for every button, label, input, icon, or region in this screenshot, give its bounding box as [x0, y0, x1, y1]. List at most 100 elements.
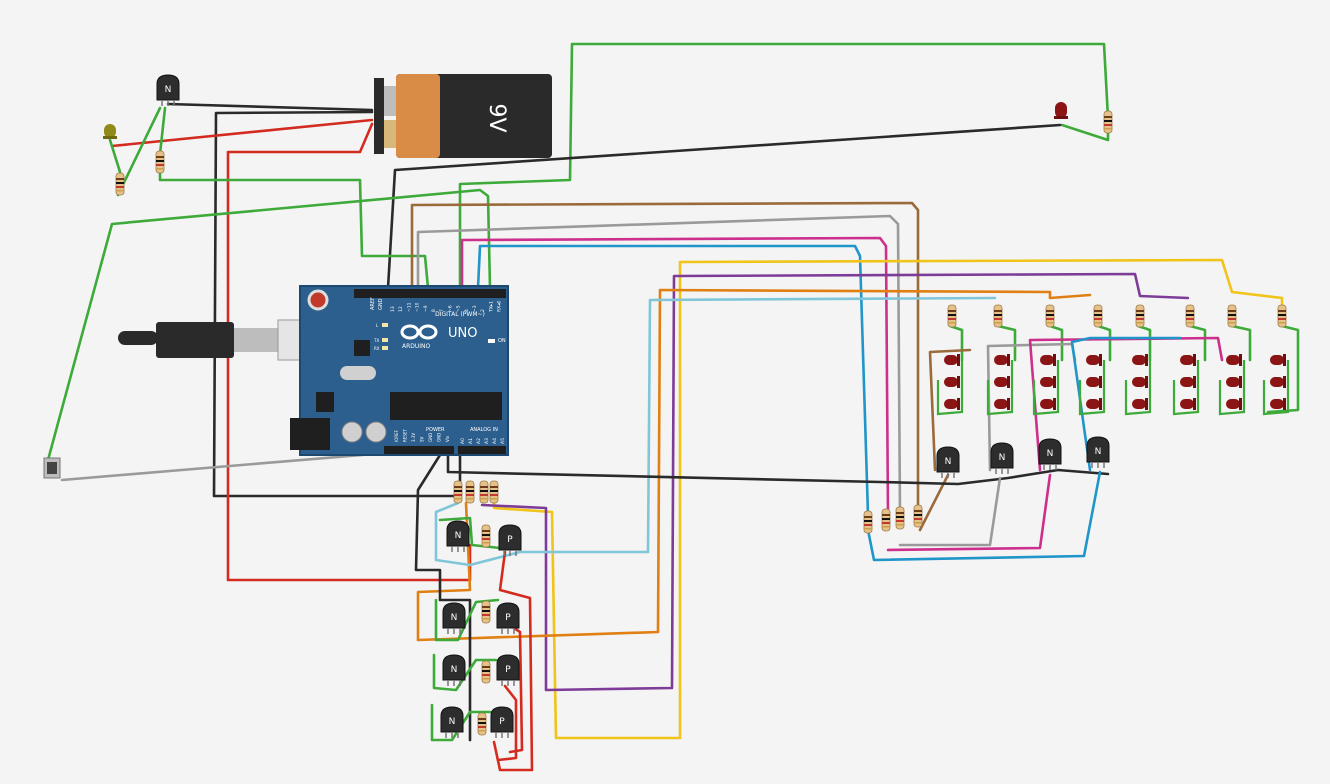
wire — [46, 188, 492, 462]
power-pin-label: Vin — [445, 435, 450, 442]
resistor[interactable] — [453, 480, 463, 504]
red-led[interactable] — [1226, 354, 1242, 366]
pnp-transistor[interactable]: P — [496, 602, 520, 635]
wire — [898, 476, 1002, 547]
resistor[interactable] — [913, 504, 923, 528]
pushbutton[interactable] — [43, 457, 61, 479]
resistor[interactable] — [881, 508, 891, 532]
resistor[interactable] — [477, 712, 487, 736]
red-led[interactable] — [1086, 398, 1102, 410]
wire — [1266, 324, 1300, 414]
transistor-label: P — [499, 717, 505, 727]
red-led[interactable] — [1086, 354, 1102, 366]
battery-9v[interactable]: 9V — [374, 74, 552, 158]
transistor-label: N — [999, 453, 1006, 463]
wire — [432, 653, 498, 692]
resistor[interactable] — [947, 304, 957, 328]
red-led[interactable] — [1270, 354, 1286, 366]
pnp-transistor[interactable]: P — [498, 524, 522, 557]
analog-pin-label: A5 — [500, 438, 506, 444]
red-led[interactable] — [1040, 398, 1056, 410]
digital-pin-label: 12 — [398, 306, 404, 312]
pnp-transistor[interactable]: P — [496, 654, 520, 687]
resistor[interactable] — [481, 524, 491, 548]
digital-pin-label: 13 — [390, 306, 396, 312]
red-led[interactable] — [944, 376, 960, 388]
red-led[interactable] — [1270, 398, 1286, 410]
power-pin-label: IOREF — [394, 429, 399, 442]
wire — [458, 42, 1110, 290]
red-led[interactable] — [1180, 354, 1196, 366]
resistor[interactable] — [1277, 304, 1287, 328]
red-led[interactable] — [1270, 376, 1286, 388]
red-led[interactable] — [944, 354, 960, 366]
red-led[interactable] — [994, 376, 1010, 388]
red-led[interactable] — [994, 354, 1010, 366]
npn-transistor-topleft[interactable]: N — [156, 74, 180, 107]
resistor[interactable] — [481, 600, 491, 624]
wire — [410, 201, 920, 517]
red-led[interactable] — [1132, 376, 1148, 388]
wire — [480, 272, 1190, 692]
red-led[interactable] — [1180, 398, 1196, 410]
npn-transistor[interactable]: N — [936, 446, 960, 479]
npn-transistor[interactable]: N — [446, 520, 470, 553]
red-led-top[interactable] — [1054, 102, 1068, 119]
npn-transistor[interactable]: N — [990, 442, 1014, 475]
yellow-led[interactable] — [103, 124, 117, 139]
red-led[interactable] — [1226, 376, 1242, 388]
wire — [496, 684, 518, 762]
resistor[interactable] — [479, 480, 489, 504]
red-led[interactable] — [944, 398, 960, 410]
red-led[interactable] — [1132, 354, 1148, 366]
resistor[interactable] — [115, 172, 125, 196]
resistor[interactable] — [489, 480, 499, 504]
resistor[interactable] — [1103, 110, 1113, 134]
resistor[interactable] — [465, 480, 475, 504]
wire — [166, 102, 374, 112]
red-led[interactable] — [994, 398, 1010, 410]
red-led[interactable] — [1040, 354, 1056, 366]
pnp-transistor[interactable]: P — [490, 706, 514, 739]
resistor[interactable] — [863, 510, 873, 534]
npn-transistor[interactable]: N — [1086, 436, 1110, 469]
resistor[interactable] — [1045, 304, 1055, 328]
wire — [416, 214, 902, 517]
resistor[interactable] — [895, 506, 905, 530]
analog-pin-label: A3 — [484, 438, 490, 444]
transistor-label: N — [165, 85, 172, 95]
resistor[interactable] — [1093, 304, 1103, 328]
led-resistor-row — [947, 304, 1287, 328]
wire — [1188, 324, 1207, 362]
red-led[interactable] — [1180, 376, 1196, 388]
transistor-label: P — [505, 613, 511, 623]
on-label: ON — [498, 338, 506, 344]
resistor[interactable] — [1135, 304, 1145, 328]
digital-pin-label: 4 — [464, 309, 470, 312]
wire — [116, 106, 162, 197]
npn-transistor[interactable]: N — [1038, 438, 1062, 471]
resistor[interactable] — [993, 304, 1003, 328]
red-led[interactable] — [1132, 398, 1148, 410]
resistor[interactable] — [481, 660, 491, 684]
npn-transistor[interactable]: N — [442, 602, 466, 635]
resistor[interactable] — [1185, 304, 1195, 328]
wire — [110, 118, 374, 148]
battery-label: 9V — [484, 103, 509, 132]
transistor-label: N — [451, 665, 458, 675]
aref-label: AREF — [370, 297, 376, 310]
wire — [936, 360, 964, 416]
reset-button[interactable] — [307, 289, 329, 311]
digital-pin-label: 7 — [439, 309, 445, 312]
npn-transistor[interactable]: N — [442, 654, 466, 687]
npn-transistor[interactable]: N — [440, 706, 464, 739]
resistor[interactable] — [155, 150, 165, 174]
red-led[interactable] — [1226, 398, 1242, 410]
red-led[interactable] — [1040, 376, 1056, 388]
red-led[interactable] — [1086, 376, 1102, 388]
resistor[interactable] — [1227, 304, 1237, 328]
wire — [434, 296, 997, 567]
